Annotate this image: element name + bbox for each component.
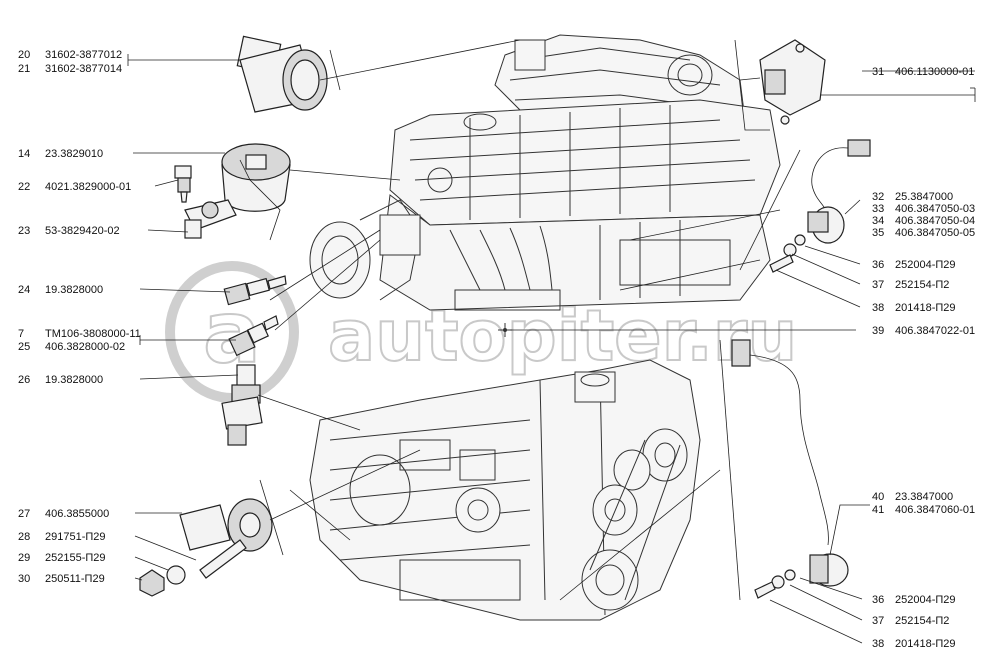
callout-code: 406.3847060-01 [895, 504, 975, 516]
upper-engine-drawing [309, 34, 781, 337]
callout-code: 201418-П29 [895, 638, 956, 650]
callout-num: 39 [872, 325, 884, 337]
callout-num: 36 [872, 594, 884, 606]
callout-num: 24 [18, 284, 30, 296]
part-ignition-module [759, 39, 826, 125]
callout-code: 406.1130000-01 [895, 66, 974, 78]
callout-code: 31602-3877012 [45, 49, 122, 61]
part-temp-sensor-24 [223, 275, 287, 306]
callout-code: 23.3829010 [45, 148, 103, 160]
part-adapter-tee [184, 199, 237, 239]
callout-num: 38 [872, 302, 884, 314]
callout-code: 19.3828000 [45, 284, 103, 296]
callout-code: 406.3847050-05 [895, 227, 975, 239]
callout-code: 406.3855000 [45, 508, 109, 520]
part-mass-air-flow-sensor [236, 35, 328, 113]
callouts-left: 20 31602-3877012 21 31602-3877014 14 23.… [18, 49, 141, 585]
part-temp-sensor-26 [221, 364, 263, 446]
callout-code: 250511-П29 [45, 573, 105, 585]
part-cam-sensor-upper [769, 139, 871, 273]
callout-num: 40 [872, 491, 884, 503]
callout-code: 252004-П29 [895, 594, 956, 606]
callout-num: 28 [18, 531, 30, 543]
callout-num: 34 [872, 215, 884, 227]
callout-code: 201418-П29 [895, 302, 956, 314]
callout-num: 22 [18, 181, 30, 193]
callout-code: 252154-П2 [895, 615, 949, 627]
callout-code: 31602-3877014 [45, 63, 122, 75]
callout-num: 41 [872, 504, 884, 516]
callout-code: 53-3829420-02 [45, 225, 120, 237]
callout-code: 23.3847000 [895, 491, 953, 503]
callout-num: 38 [872, 638, 884, 650]
part-crank-sensor-lower [731, 339, 849, 599]
callout-num: 26 [18, 374, 30, 386]
callouts-right: 31 406.1130000-01 32 25.3847000 33 406.3… [872, 66, 975, 650]
callout-num: 33 [872, 203, 884, 215]
callout-num: 35 [872, 227, 884, 239]
watermark: a autopiter.ru [165, 261, 798, 403]
callout-code: 25.3847000 [895, 191, 953, 203]
callout-code: 406.3847050-04 [895, 215, 975, 227]
callout-num: 37 [872, 615, 884, 627]
part-oil-pressure-sender [174, 165, 192, 203]
part-temp-sensor-25 [228, 315, 279, 357]
callout-code: 19.3828000 [45, 374, 103, 386]
leader-lines [127, 39, 976, 644]
callout-num: 32 [872, 191, 884, 203]
callout-code: 406.3828000-02 [45, 341, 125, 353]
callout-num: 21 [18, 63, 30, 75]
callout-code: 406.3847050-03 [895, 203, 975, 215]
callout-num: 30 [18, 573, 30, 585]
callout-num: 25 [18, 341, 30, 353]
callout-num: 36 [872, 259, 884, 271]
callout-code: 406.3847022-01 [895, 325, 975, 337]
callout-code: 4021.3829000-01 [45, 181, 131, 193]
callout-num: 27 [18, 508, 30, 520]
callout-code: 252154-П2 [895, 279, 949, 291]
lower-engine-drawing [309, 359, 701, 621]
callout-code: 252155-П29 [45, 552, 106, 564]
callout-num: 20 [18, 49, 30, 61]
callout-num: 29 [18, 552, 30, 564]
callout-num: 37 [872, 279, 884, 291]
callout-code: ТМ106-3808000-11 [45, 328, 141, 340]
part-knock-sensor [139, 498, 273, 597]
callout-code: 252004-П29 [895, 259, 956, 271]
callout-num: 7 [18, 328, 24, 340]
callout-num: 31 [872, 66, 884, 78]
watermark-text: autopiter.ru [328, 295, 797, 377]
callout-code: 291751-П29 [45, 531, 106, 543]
part-oil-filter [221, 143, 291, 212]
callout-num: 14 [18, 148, 30, 160]
callout-num: 23 [18, 225, 30, 237]
